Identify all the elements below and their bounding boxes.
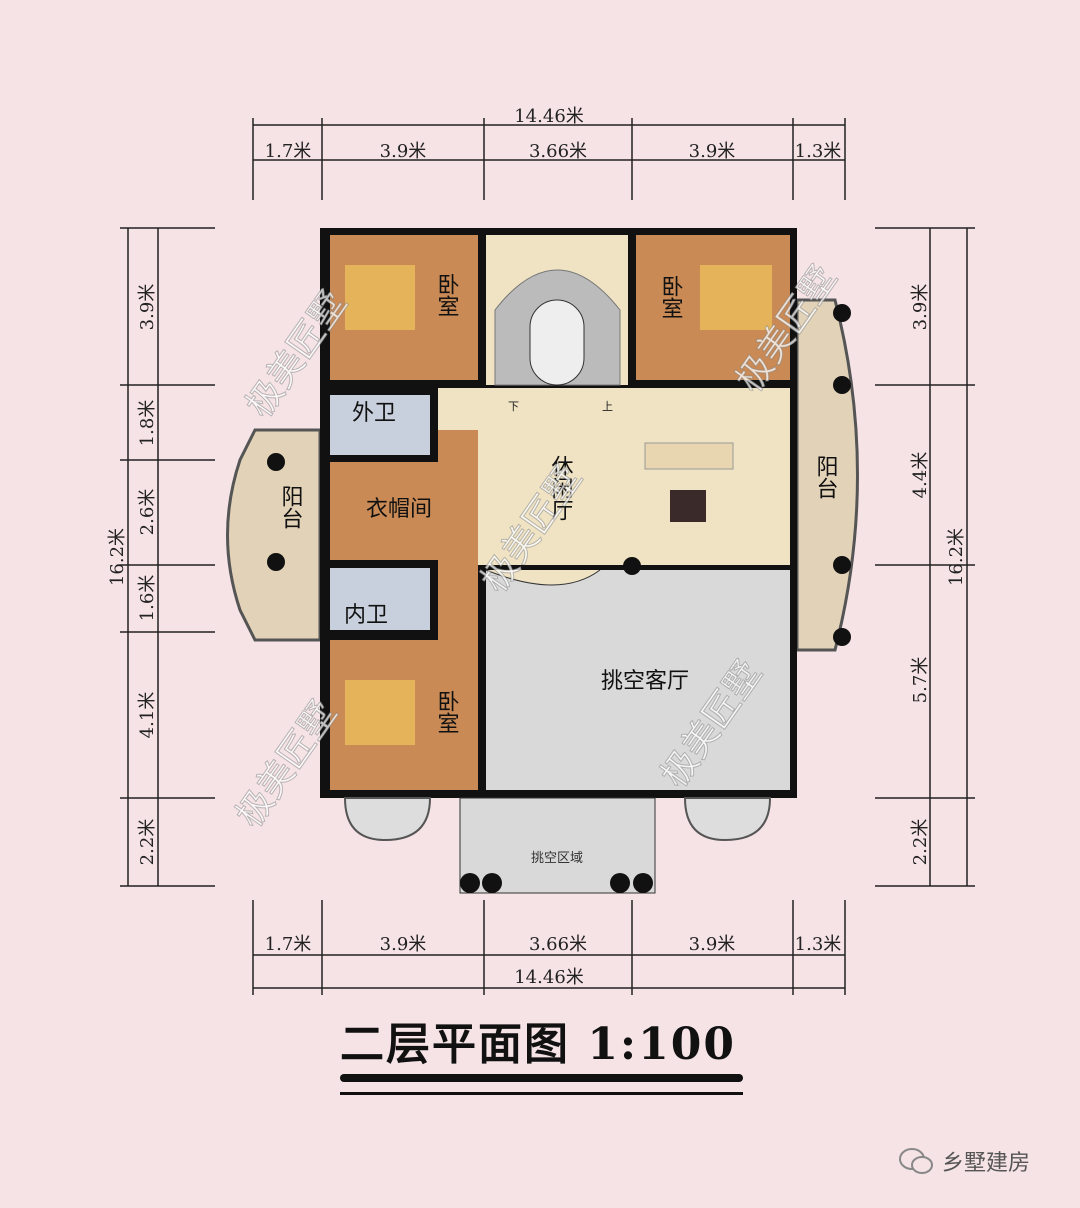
bed-icon [345, 680, 415, 745]
dim-right: 5.7米 [910, 657, 931, 704]
left-balcony [226, 428, 322, 642]
dim-top: 3.9米 [689, 141, 736, 162]
dim-top: 1.3米 [795, 141, 842, 162]
sofa [644, 442, 734, 470]
title-underline [340, 1074, 743, 1082]
label-void-living: 挑空客厅 [601, 669, 689, 694]
dim-top: 1.7米 [265, 141, 312, 162]
coffee-table [670, 490, 706, 522]
dim-bottom: 3.9米 [380, 934, 427, 955]
label-bedroom: 卧室 [434, 273, 459, 317]
wechat-icon [899, 1148, 933, 1174]
label-balcony-left: 阳台 [278, 485, 303, 529]
label-balcony-right: 阳台 [813, 455, 838, 499]
bed-icon [345, 265, 415, 330]
lounge [438, 388, 790, 565]
label-stair-up: 上 [602, 400, 613, 413]
dim-top-total: 14.46米 [514, 106, 584, 127]
dimension-lines [120, 118, 975, 995]
dim-left: 2.2米 [137, 819, 158, 866]
dim-left: 4.1米 [137, 692, 158, 739]
label-outer-bath: 外卫 [352, 401, 396, 426]
dim-bottom-total: 14.46米 [514, 967, 584, 988]
title-underline-thin [340, 1092, 743, 1095]
dim-left: 2.6米 [137, 489, 158, 536]
columns [267, 304, 851, 893]
dim-right: 3.9米 [910, 284, 931, 331]
void-living-room [486, 570, 790, 790]
dim-right-total: 16.2米 [946, 528, 967, 586]
dim-left-total: 16.2米 [107, 528, 128, 586]
logo-text: 乡墅建房 [942, 1151, 1031, 1176]
label-bedroom: 卧室 [434, 690, 459, 734]
dim-bottom: 1.7米 [265, 934, 312, 955]
label-stair-down: 下 [508, 400, 519, 413]
dim-top: 3.9米 [380, 141, 427, 162]
dim-bottom: 3.66米 [529, 934, 587, 955]
dim-left: 1.8米 [137, 400, 158, 447]
label-void-area: 挑空区域 [531, 851, 583, 866]
page-title: 二层平面图 1:100 [340, 1019, 737, 1070]
elevator [529, 299, 585, 386]
dim-left: 3.9米 [137, 284, 158, 331]
dim-top: 3.66米 [529, 141, 587, 162]
dim-right: 2.2米 [910, 819, 931, 866]
outer-bathroom [330, 395, 430, 455]
logo: 乡墅建房 [898, 1145, 1030, 1177]
label-lounge: 休闲厅 [548, 455, 574, 521]
label-inner-bath: 内卫 [344, 603, 388, 628]
bed-icon [700, 265, 772, 330]
inner-bathroom [330, 568, 430, 630]
dim-bottom: 3.9米 [689, 934, 736, 955]
label-bedroom: 卧室 [658, 275, 683, 319]
dim-bottom: 1.3米 [795, 934, 842, 955]
dim-right: 4.4米 [910, 452, 931, 499]
dim-left: 1.6米 [137, 575, 158, 622]
label-closet: 衣帽间 [366, 497, 432, 522]
